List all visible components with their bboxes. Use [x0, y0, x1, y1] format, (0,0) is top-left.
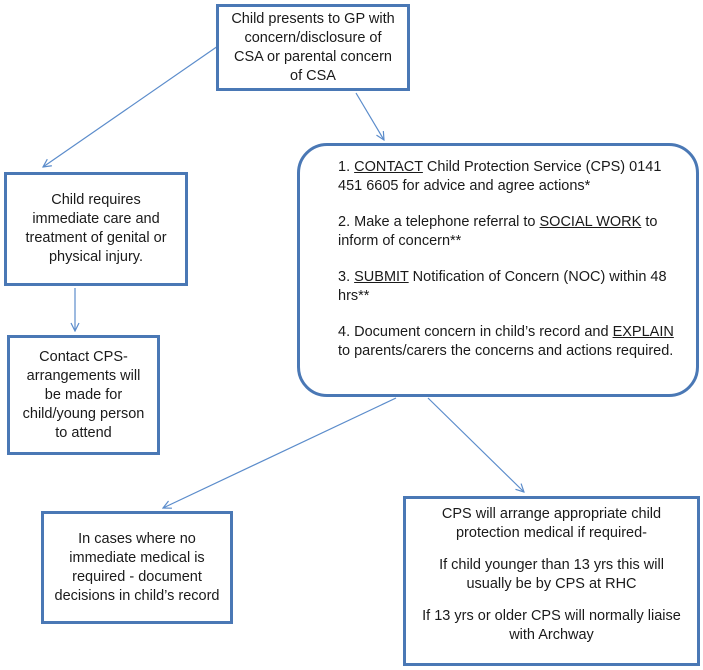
action-step-1: 1. CONTACT Child Protection Service (CPS…: [338, 159, 662, 194]
action-step-3: 3. SUBMIT Notification of Concern (NOC) …: [338, 269, 667, 304]
cps-medical-line-1: CPS will arrange appropriate child prote…: [441, 506, 662, 541]
cps-medical-line-2: If child younger than 13 yrs this will u…: [439, 557, 664, 592]
arrow-actions-to-medical: [427, 397, 524, 492]
cps-medical-line-3: If 13 yrs or older CPS will normally lia…: [422, 608, 681, 643]
actions-box: 1. CONTACT Child Protection Service (CPS…: [297, 143, 699, 397]
action-keyword-social-work: SOCIAL WORK: [539, 214, 642, 230]
arrow-start-to-immediate: [43, 45, 219, 167]
arrow-start-to-actions: [355, 92, 384, 140]
action-keyword-submit: SUBMIT: [354, 269, 409, 285]
start-box: Child presents to GP with concern/disclo…: [216, 4, 410, 91]
action-keyword-explain: EXPLAIN: [612, 324, 674, 340]
action-step-4: 4. Document concern in child’s record an…: [338, 324, 674, 359]
start-text: Child presents to GP with concern/disclo…: [231, 10, 395, 84]
immediate-care-text: Child requires immediate care and treatm…: [25, 192, 167, 265]
action-keyword-contact: CONTACT: [354, 159, 423, 175]
immediate-care-box: Child requires immediate care and treatm…: [4, 172, 188, 286]
cps-medical-box: CPS will arrange appropriate child prote…: [403, 496, 700, 666]
no-immediate-medical-box: In cases where no immediate medical is r…: [41, 511, 233, 624]
arrow-actions-to-noimmediate: [163, 397, 397, 508]
contact-cps-box: Contact CPS- arrangements will be made f…: [7, 335, 160, 455]
contact-cps-text: Contact CPS- arrangements will be made f…: [22, 348, 145, 441]
action-step-2: 2. Make a telephone referral to SOCIAL W…: [338, 214, 658, 249]
no-immediate-medical-text: In cases where no immediate medical is r…: [54, 530, 220, 604]
